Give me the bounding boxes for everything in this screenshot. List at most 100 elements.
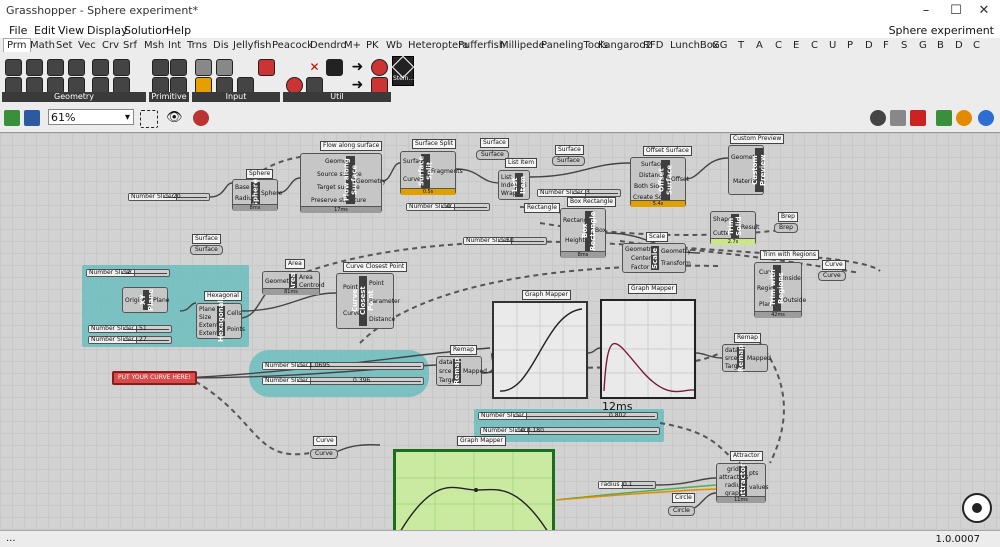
disable-util-icon[interactable]: ✕ [306, 59, 323, 76]
tab-d2[interactable]: D [955, 40, 963, 51]
surface-param-3[interactable]: Surface [190, 245, 223, 255]
tab-dis[interactable]: Dis [213, 40, 229, 51]
slider-track[interactable] [498, 241, 544, 242]
surface-split-component[interactable]: Surface Curves Surface Split Fragments 0… [400, 151, 463, 195]
graph-mapper-sigmoid[interactable] [492, 301, 588, 399]
tab-crv[interactable]: Crv [102, 40, 120, 51]
save-file-icon[interactable] [24, 110, 40, 126]
port-factor[interactable]: Factor [631, 264, 650, 271]
port-area[interactable]: Area [299, 274, 313, 281]
tab-dendro[interactable]: Dendro [310, 40, 347, 51]
circle-param[interactable]: Circle [668, 506, 695, 516]
slider-track[interactable] [297, 381, 421, 382]
curve-param-right[interactable]: Curve [818, 271, 846, 281]
maximize-button[interactable]: ☐ [950, 3, 962, 18]
custom-preview-component[interactable]: Geometry Material Custom Preview [728, 145, 767, 195]
slider-track[interactable] [572, 193, 618, 194]
area-component[interactable]: Geometry Area Area Centroid 81ms [262, 271, 325, 295]
navigation-compass-icon[interactable] [962, 493, 992, 523]
port-geometry[interactable]: Geometry [625, 246, 655, 253]
tab-millipede[interactable]: Millipede [500, 40, 545, 51]
number-slider[interactable]: Number Slider 1.0695 [262, 362, 424, 370]
slider-track[interactable] [123, 340, 169, 341]
tab-math[interactable]: Math [30, 40, 56, 51]
number-slider[interactable]: Number Slider 0.396 [262, 377, 424, 385]
port-plane[interactable]: Plane [759, 301, 776, 308]
port-plane[interactable]: Plane [199, 306, 216, 313]
tab-e[interactable]: E [793, 40, 800, 51]
number-slider[interactable]: Number Slider 27 [88, 336, 172, 344]
point-param-icon[interactable] [5, 59, 22, 76]
port-geometry[interactable]: Geometry [325, 158, 355, 165]
slider-track[interactable] [515, 431, 657, 432]
port-centroid[interactable]: Centroid [299, 282, 325, 289]
port-item[interactable]: i [525, 182, 527, 189]
zoom-select[interactable]: 61% [48, 109, 134, 126]
integer-param-icon[interactable] [170, 59, 187, 76]
xy-plane-component[interactable]: Origin XY Plane Plane [122, 287, 169, 313]
tab-pufferfish[interactable]: Pufferfish [458, 40, 506, 51]
port-regions[interactable]: Regions [757, 285, 781, 292]
port-center[interactable]: Center [631, 255, 652, 262]
port-radius[interactable]: radius [725, 482, 744, 489]
port-preserve-structure[interactable]: Preserve structure [311, 197, 367, 204]
tab-panelingtools[interactable]: PanelingTools [541, 40, 609, 51]
surface-param[interactable]: Surface [476, 150, 509, 160]
graph-mapper-decay[interactable]: 12ms [600, 299, 696, 413]
menu-help[interactable]: Help [166, 24, 192, 37]
display-sphere-icon[interactable] [978, 110, 994, 126]
cluster-util-icon[interactable] [326, 59, 343, 76]
port-parameter[interactable]: Parameter [369, 298, 401, 305]
tab-trns[interactable]: Trns [187, 40, 208, 51]
tab-c[interactable]: C [775, 40, 782, 51]
number-slider[interactable]: Number Slider 2 [86, 269, 170, 277]
close-button[interactable]: ✕ [978, 3, 990, 18]
box-rectangle-component[interactable]: Rectangle Height Box Rectangle Box 8ms [560, 208, 606, 258]
port-list[interactable]: List [501, 174, 512, 181]
port-attractors[interactable]: attractors [719, 474, 749, 481]
port-target[interactable]: Target [725, 363, 744, 370]
port-extent-x[interactable]: Extent X [199, 322, 225, 329]
port-height[interactable]: Height [565, 237, 585, 244]
trim-with-regions-component[interactable]: Curve Regions Plane Trim with Regions In… [754, 262, 806, 318]
port-surface[interactable]: Surface [641, 161, 664, 168]
sphere-component[interactable]: Base Radius Sphere Sphere 8ms [232, 179, 282, 211]
port-grid[interactable]: grid [727, 466, 739, 473]
tab-u[interactable]: U [829, 40, 837, 51]
number-slider[interactable]: Number Slider 20 [128, 193, 210, 201]
port-transform[interactable]: Transform [661, 260, 691, 267]
surface-param-icon[interactable] [92, 59, 109, 76]
tab-t[interactable]: T [738, 40, 745, 51]
tab-lunchbox[interactable]: LunchBox [670, 40, 719, 51]
trim-solid-component[interactable]: Shape Cutters Trim Solid Result 2.7s [710, 211, 760, 245]
port-point-out[interactable]: Point [369, 280, 384, 287]
tab-srf[interactable]: Srf [123, 40, 137, 51]
port-fragments[interactable]: Fragments [431, 168, 463, 175]
tab-c2[interactable]: C [811, 40, 818, 51]
number-slider[interactable]: Number Slider 0.802 [478, 412, 658, 420]
port-curve[interactable]: Curve [759, 269, 777, 276]
slider-track[interactable] [513, 416, 655, 417]
slider-track[interactable] [121, 273, 167, 274]
boolean-param-icon[interactable] [152, 59, 169, 76]
tab-gg[interactable]: GG [712, 40, 728, 51]
arrow-right-icon[interactable]: ➜ [349, 59, 366, 76]
menu-solution[interactable]: Solution [124, 24, 169, 37]
display-mesh-icon[interactable] [936, 110, 952, 126]
surface-param-2[interactable]: Surface [552, 156, 585, 166]
number-slider[interactable]: Number Slider 0 [406, 203, 490, 211]
port-sphere[interactable]: Sphere [261, 190, 283, 197]
tab-a[interactable]: A [756, 40, 763, 51]
remap-component[interactable]: data srce Target Remap Mapped [436, 356, 487, 386]
tab-prm[interactable]: Prm [3, 38, 31, 52]
curve-input-param[interactable]: PUT YOUR CURVE HERE! [112, 371, 198, 385]
open-file-icon[interactable] [4, 110, 20, 126]
tab-g[interactable]: G [919, 40, 927, 51]
flow-along-surface-component[interactable]: Geometry Source surface Target surface P… [300, 153, 386, 213]
hexagonal-component[interactable]: Plane Size Extent X Extent Y Hexagonal C… [196, 300, 245, 342]
tab-wb[interactable]: Wb [386, 40, 403, 51]
port-origin[interactable]: Origin [125, 297, 144, 304]
curve-param-lower[interactable]: Curve [310, 449, 338, 459]
tab-pk[interactable]: PK [366, 40, 379, 51]
swatch-input-icon[interactable] [258, 59, 275, 76]
